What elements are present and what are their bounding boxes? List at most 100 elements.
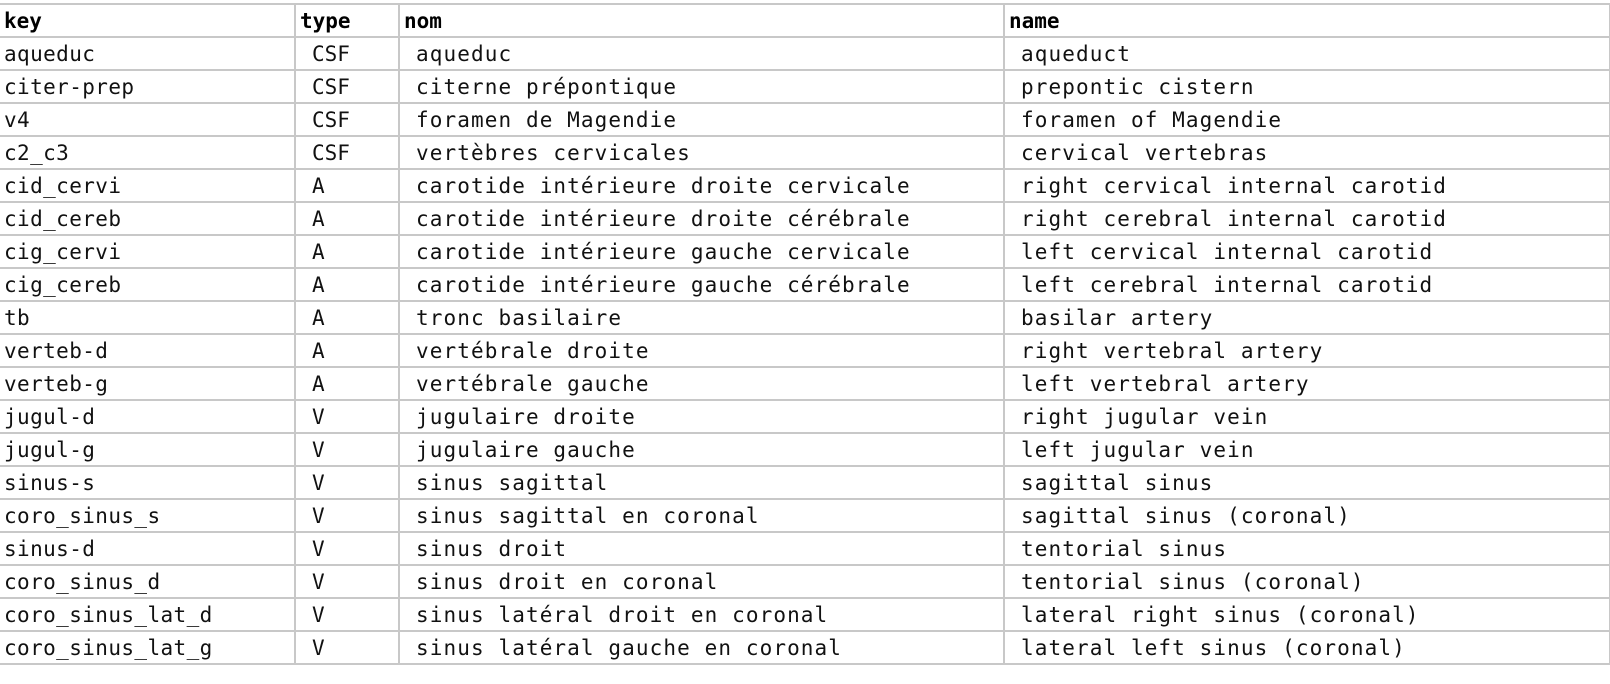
column-header-type[interactable]: type [294,3,400,38]
cell-name[interactable]: lateral right sinus (coronal) [1003,597,1610,632]
cell-type[interactable]: CSF [294,36,400,71]
cell-nom[interactable]: sinus sagittal en coronal [398,498,1005,533]
cell-key[interactable]: citer-prep [0,69,296,104]
cell-key[interactable]: sinus-s [0,465,296,500]
cell-key[interactable]: tb [0,300,296,335]
cell-nom[interactable]: vertébrale gauche [398,366,1005,401]
cell-name[interactable]: left cerebral internal carotid [1003,267,1610,302]
cell-type[interactable]: V [294,432,400,467]
cell-name[interactable]: left jugular vein [1003,432,1610,467]
cell-name[interactable]: sagittal sinus [1003,465,1610,500]
cell-nom[interactable]: foramen de Magendie [398,102,1005,137]
cell-type[interactable]: A [294,333,400,368]
cell-key[interactable]: coro_sinus_s [0,498,296,533]
cell-nom[interactable]: sinus latéral droit en coronal [398,597,1005,632]
cell-key[interactable]: cid_cereb [0,201,296,236]
cell-nom[interactable]: sinus droit [398,531,1005,566]
cell-key[interactable]: c2_c3 [0,135,296,170]
cell-key[interactable]: jugul-d [0,399,296,434]
cell-key[interactable]: aqueduc [0,36,296,71]
cell-name[interactable]: cervical vertebras [1003,135,1610,170]
cell-key[interactable]: verteb-d [0,333,296,368]
cell-type[interactable]: A [294,168,400,203]
cell-name[interactable]: basilar artery [1003,300,1610,335]
cell-key[interactable]: coro_sinus_lat_g [0,630,296,665]
cell-type[interactable]: A [294,366,400,401]
cell-type[interactable]: V [294,399,400,434]
cell-nom[interactable]: carotide intérieure gauche cervicale [398,234,1005,269]
cell-key[interactable]: coro_sinus_d [0,564,296,599]
cell-type[interactable]: A [294,267,400,302]
cell-key[interactable]: v4 [0,102,296,137]
cell-type[interactable]: A [294,300,400,335]
cell-type[interactable]: V [294,465,400,500]
cell-nom[interactable]: aqueduc [398,36,1005,71]
cell-name[interactable]: tentorial sinus (coronal) [1003,564,1610,599]
cell-type[interactable]: A [294,234,400,269]
cell-nom[interactable]: jugulaire droite [398,399,1005,434]
cell-name[interactable]: aqueduct [1003,36,1610,71]
cell-nom[interactable]: tronc basilaire [398,300,1005,335]
cell-name[interactable]: left vertebral artery [1003,366,1610,401]
column-header-nom[interactable]: nom [398,3,1005,38]
cell-nom[interactable]: carotide intérieure droite cervicale [398,168,1005,203]
cell-key[interactable]: sinus-d [0,531,296,566]
cell-key[interactable]: coro_sinus_lat_d [0,597,296,632]
cell-type[interactable]: V [294,531,400,566]
cell-name[interactable]: lateral left sinus (coronal) [1003,630,1610,665]
cell-type[interactable]: V [294,564,400,599]
cell-name[interactable]: sagittal sinus (coronal) [1003,498,1610,533]
cell-key[interactable]: cig_cereb [0,267,296,302]
cell-type[interactable]: V [294,597,400,632]
cell-type[interactable]: V [294,630,400,665]
header-row: key type nom name [0,3,1610,38]
cell-name[interactable]: left cervical internal carotid [1003,234,1610,269]
cell-type[interactable]: CSF [294,135,400,170]
cell-nom[interactable]: carotide intérieure gauche cérébrale [398,267,1005,302]
cell-name[interactable]: prepontic cistern [1003,69,1610,104]
cell-nom[interactable]: citerne prépontique [398,69,1005,104]
cell-nom[interactable]: sinus sagittal [398,465,1005,500]
cell-type[interactable]: CSF [294,102,400,137]
cell-type[interactable]: CSF [294,69,400,104]
cell-name[interactable]: right jugular vein [1003,399,1610,434]
cell-name[interactable]: foramen of Magendie [1003,102,1610,137]
cell-nom[interactable]: carotide intérieure droite cérébrale [398,201,1005,236]
cell-type[interactable]: A [294,201,400,236]
cell-nom[interactable]: jugulaire gauche [398,432,1005,467]
cell-name[interactable]: tentorial sinus [1003,531,1610,566]
cell-key[interactable]: verteb-g [0,366,296,401]
cell-name[interactable]: right vertebral artery [1003,333,1610,368]
column-header-key[interactable]: key [0,3,296,38]
cell-name[interactable]: right cerebral internal carotid [1003,201,1610,236]
cell-nom[interactable]: vertèbres cervicales [398,135,1005,170]
cell-key[interactable]: cig_cervi [0,234,296,269]
cell-key[interactable]: cid_cervi [0,168,296,203]
cell-key[interactable]: jugul-g [0,432,296,467]
cell-nom[interactable]: sinus latéral gauche en coronal [398,630,1005,665]
cell-type[interactable]: V [294,498,400,533]
cell-nom[interactable]: sinus droit en coronal [398,564,1005,599]
cell-name[interactable]: right cervical internal carotid [1003,168,1610,203]
cell-nom[interactable]: vertébrale droite [398,333,1005,368]
column-header-name[interactable]: name [1003,3,1610,38]
